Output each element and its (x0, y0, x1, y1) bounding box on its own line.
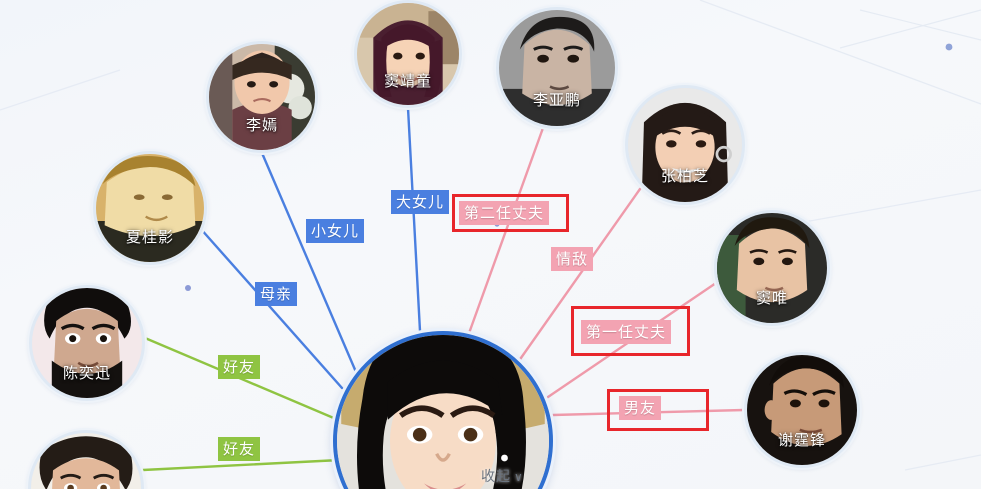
graph-node-center-wangfei[interactable]: 王菲 (333, 331, 553, 489)
avatar-zhangbaizhi (628, 88, 742, 202)
edge-label-first-husband[interactable]: 第一任丈夫 (581, 320, 672, 344)
collapse-label: 收起 (481, 469, 511, 485)
edge-elder-daughter (406, 106, 422, 333)
edge-label-rival[interactable]: 情敌 (551, 247, 594, 271)
collapse-toggle[interactable]: 收起∨ (481, 466, 524, 486)
graph-node-xietingfeng[interactable]: 谢霆锋 (744, 352, 860, 468)
avatar-chenyixun (32, 288, 142, 398)
graph-node-liyapeng[interactable]: 李亚鹏 (496, 7, 618, 129)
graph-node-douqingtong[interactable]: 窦靖童 (354, 0, 462, 108)
edge-label-second-husband[interactable]: 第二任丈夫 (459, 201, 550, 225)
avatar-liyan (209, 44, 315, 150)
edge-label-friend-2[interactable]: 好友 (218, 437, 261, 461)
graph-dot-topright (946, 44, 952, 50)
edge-label-friend-1[interactable]: 好友 (218, 355, 261, 379)
avatar-xietingfeng (747, 355, 857, 465)
graph-node-bottom-left[interactable] (28, 430, 144, 489)
graph-node-zhangbaizhi[interactable]: 张柏芝 (625, 85, 745, 205)
edge-label-mother[interactable]: 母亲 (255, 282, 298, 306)
chevron-down-icon: ∨ (514, 470, 524, 484)
graph-node-xiaguiying[interactable]: 夏桂影 (93, 151, 207, 265)
edge-label-boyfriend[interactable]: 男友 (619, 396, 662, 420)
graph-node-douwei[interactable]: 窦唯 (714, 210, 830, 326)
avatar-liyapeng (499, 10, 615, 126)
avatar-center-wangfei (337, 335, 549, 489)
avatar-xiaguiying (96, 154, 204, 262)
edge-friend-2 (141, 458, 342, 472)
edge-label-younger-daughter[interactable]: 小女儿 (306, 219, 365, 243)
avatar-bottom-left (31, 433, 141, 489)
graph-node-chenyixun[interactable]: 陈奕迅 (29, 285, 145, 401)
edge-label-elder-daughter[interactable]: 大女儿 (391, 190, 450, 214)
avatar-douwei (717, 213, 827, 323)
edge-second-husband (466, 126, 545, 338)
graph-node-liyan[interactable]: 李嫣 (206, 41, 318, 153)
edge-mother (198, 226, 344, 390)
avatar-douqingtong (357, 3, 459, 105)
